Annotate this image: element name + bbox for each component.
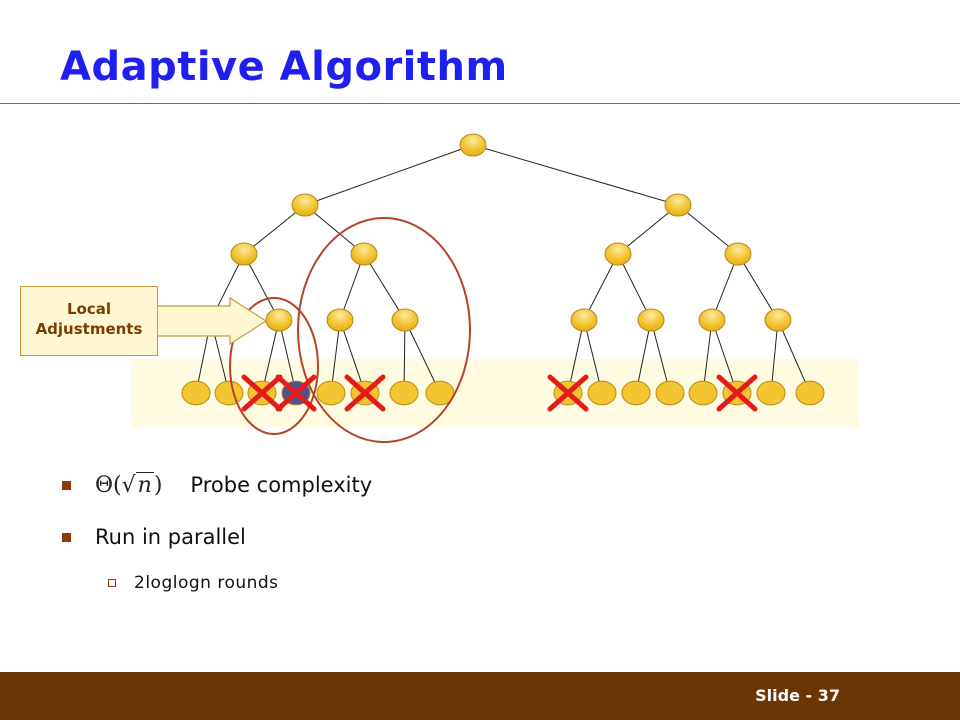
- large-adjustment-ellipse: [297, 217, 471, 443]
- slide-title: Adaptive Algorithm: [60, 44, 508, 90]
- leaf-node: [795, 380, 825, 406]
- leaf-node: [655, 380, 685, 406]
- sub-bullet-rounds: 2loglogn rounds: [108, 573, 279, 593]
- local-adjustments-callout: Local Adjustments: [20, 286, 158, 356]
- tree-node: [764, 308, 792, 332]
- hollow-square-bullet-icon: [108, 579, 116, 587]
- leaf-node: [389, 380, 419, 406]
- tree-node: [326, 308, 354, 332]
- title-divider: [0, 103, 960, 104]
- leaf-node: [756, 380, 786, 406]
- theta-sqrt-n-formula: Θ( √ n ): [95, 472, 162, 498]
- slide-number: Slide - 37: [755, 686, 840, 705]
- callout-arrow: [156, 296, 268, 346]
- sqrt-radicand: n: [135, 472, 154, 498]
- bullet-run-in-parallel: Run in parallel: [62, 525, 246, 549]
- tree-root-node: [459, 133, 487, 157]
- tree-node: [570, 308, 598, 332]
- tree-node: [391, 308, 419, 332]
- square-bullet-icon: [62, 532, 71, 542]
- sqrt-sign-icon: √: [121, 472, 136, 498]
- leaf-node: [214, 380, 244, 406]
- tree-node: [350, 242, 378, 266]
- tree-node: [230, 242, 258, 266]
- leaf-node: [621, 380, 651, 406]
- sub-bullet-text: 2loglogn rounds: [134, 573, 279, 593]
- tree-node: [724, 242, 752, 266]
- bullet-text: Run in parallel: [95, 525, 246, 549]
- theta-close: ): [153, 472, 163, 498]
- callout-line-2: Adjustments: [35, 320, 143, 338]
- cross-mark-icon: [344, 374, 386, 412]
- square-bullet-icon: [62, 480, 71, 490]
- leaf-node: [316, 380, 346, 406]
- cross-mark-icon: [716, 374, 758, 412]
- leaf-node: [688, 380, 718, 406]
- small-adjustment-ellipse: [229, 297, 319, 435]
- callout-line-1: Local: [66, 300, 112, 318]
- cross-mark-icon: [275, 374, 317, 412]
- cross-mark-icon: [547, 374, 589, 412]
- cross-mark-icon: [241, 374, 283, 412]
- tree-node: [637, 308, 665, 332]
- tree-node: [698, 308, 726, 332]
- leaf-node: [181, 380, 211, 406]
- leaf-node: [587, 380, 617, 406]
- footer-bar: Slide - 37: [0, 672, 960, 720]
- tree-node: [265, 308, 293, 332]
- tree-node: [664, 193, 692, 217]
- bullet-probe-complexity: Θ( √ n ) Probe complexity: [62, 472, 372, 498]
- theta-open: Θ(: [95, 472, 122, 498]
- tree-node: [604, 242, 632, 266]
- tree-node: [291, 193, 319, 217]
- bullet-text: Probe complexity: [190, 473, 373, 497]
